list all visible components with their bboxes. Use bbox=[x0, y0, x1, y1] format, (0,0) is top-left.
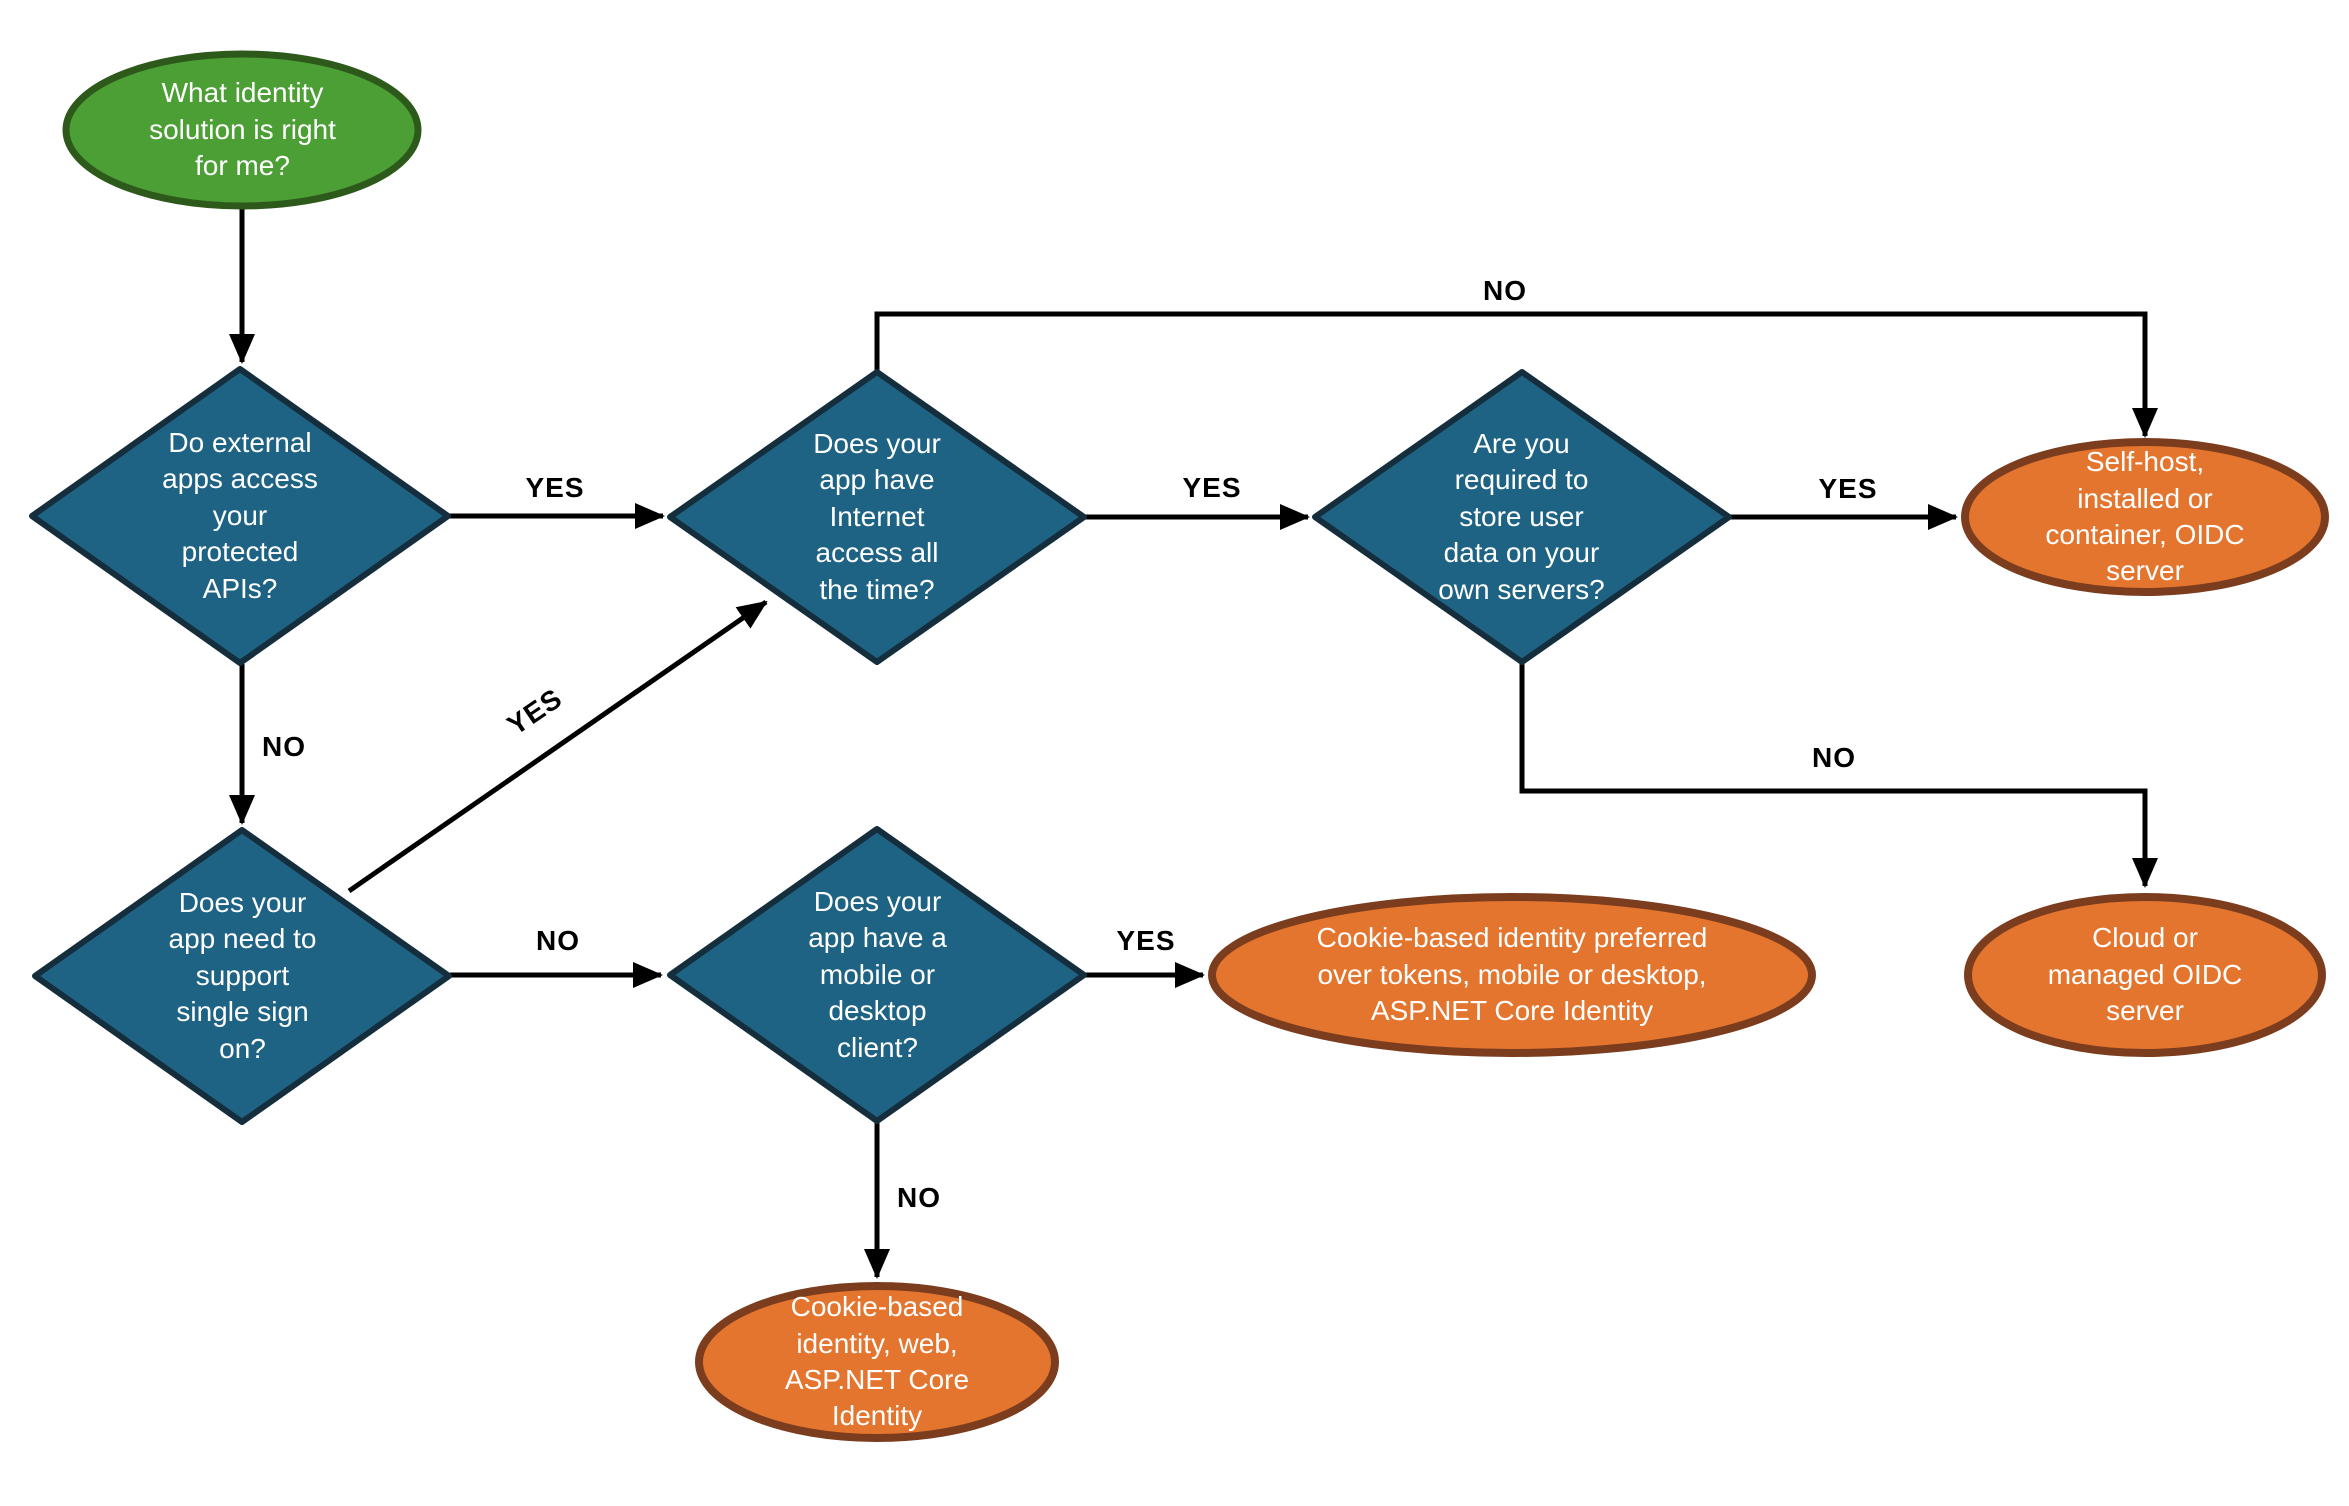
edge-label-single-sign-on-no: NO bbox=[536, 925, 580, 956]
result-cloud-managed bbox=[1964, 893, 2326, 1057]
edge-label-internet-access-no: NO bbox=[1483, 275, 1527, 306]
decision-internet-access-label: Does your app have Internet access all t… bbox=[813, 428, 941, 605]
edge-label-mobile-desktop-no: NO bbox=[897, 1182, 941, 1213]
edge-label-mobile-desktop-yes: YES bbox=[1116, 925, 1176, 956]
decision-single-sign-on-label: Does your app need to support single sig… bbox=[168, 887, 317, 1064]
result-cookie-preferred bbox=[1208, 893, 1816, 1057]
arrow-internet-access-no bbox=[874, 311, 2158, 438]
edge-label-external-apis-yes: YES bbox=[525, 472, 585, 503]
result-self-host-label: Self-host, installed or container, OIDC … bbox=[2045, 446, 2245, 587]
result-cookie-preferred-label: Cookie-based identity preferred over tok… bbox=[1316, 922, 1708, 1027]
edge-label-store-user-data-yes: YES bbox=[1818, 473, 1878, 504]
decision-store-user-data-label: Are you required to store user data on y… bbox=[1438, 428, 1605, 605]
arrow-single-sign-on-yes bbox=[347, 599, 768, 894]
edge-label-internet-access-yes: YES bbox=[1182, 472, 1242, 503]
decision-external-apis-label: Do external apps access your protected A… bbox=[162, 427, 318, 604]
result-cookie-web bbox=[695, 1282, 1059, 1442]
edge-label-external-apis-no: NO bbox=[262, 731, 306, 762]
result-self-host bbox=[1961, 438, 2329, 596]
decision-external-apis bbox=[29, 366, 451, 666]
decision-store-user-data bbox=[1312, 369, 1732, 665]
decision-mobile-desktop bbox=[667, 826, 1087, 1124]
decision-mobile-desktop-label: Does your app have a mobile or desktop c… bbox=[808, 886, 947, 1063]
result-cookie-web-label: Cookie-based identity, web, ASP.NET Core… bbox=[784, 1291, 970, 1432]
decision-single-sign-on bbox=[32, 827, 452, 1125]
result-cloud-managed-label: Cloud or managed OIDC server bbox=[2047, 922, 2243, 1027]
decision-internet-access bbox=[667, 369, 1087, 665]
arrow-store-user-data-no bbox=[1519, 663, 2158, 888]
start-node bbox=[62, 50, 422, 210]
edge-label-store-user-data-no: NO bbox=[1812, 742, 1856, 773]
start-node-label: What identity solution is right for me? bbox=[149, 77, 336, 182]
